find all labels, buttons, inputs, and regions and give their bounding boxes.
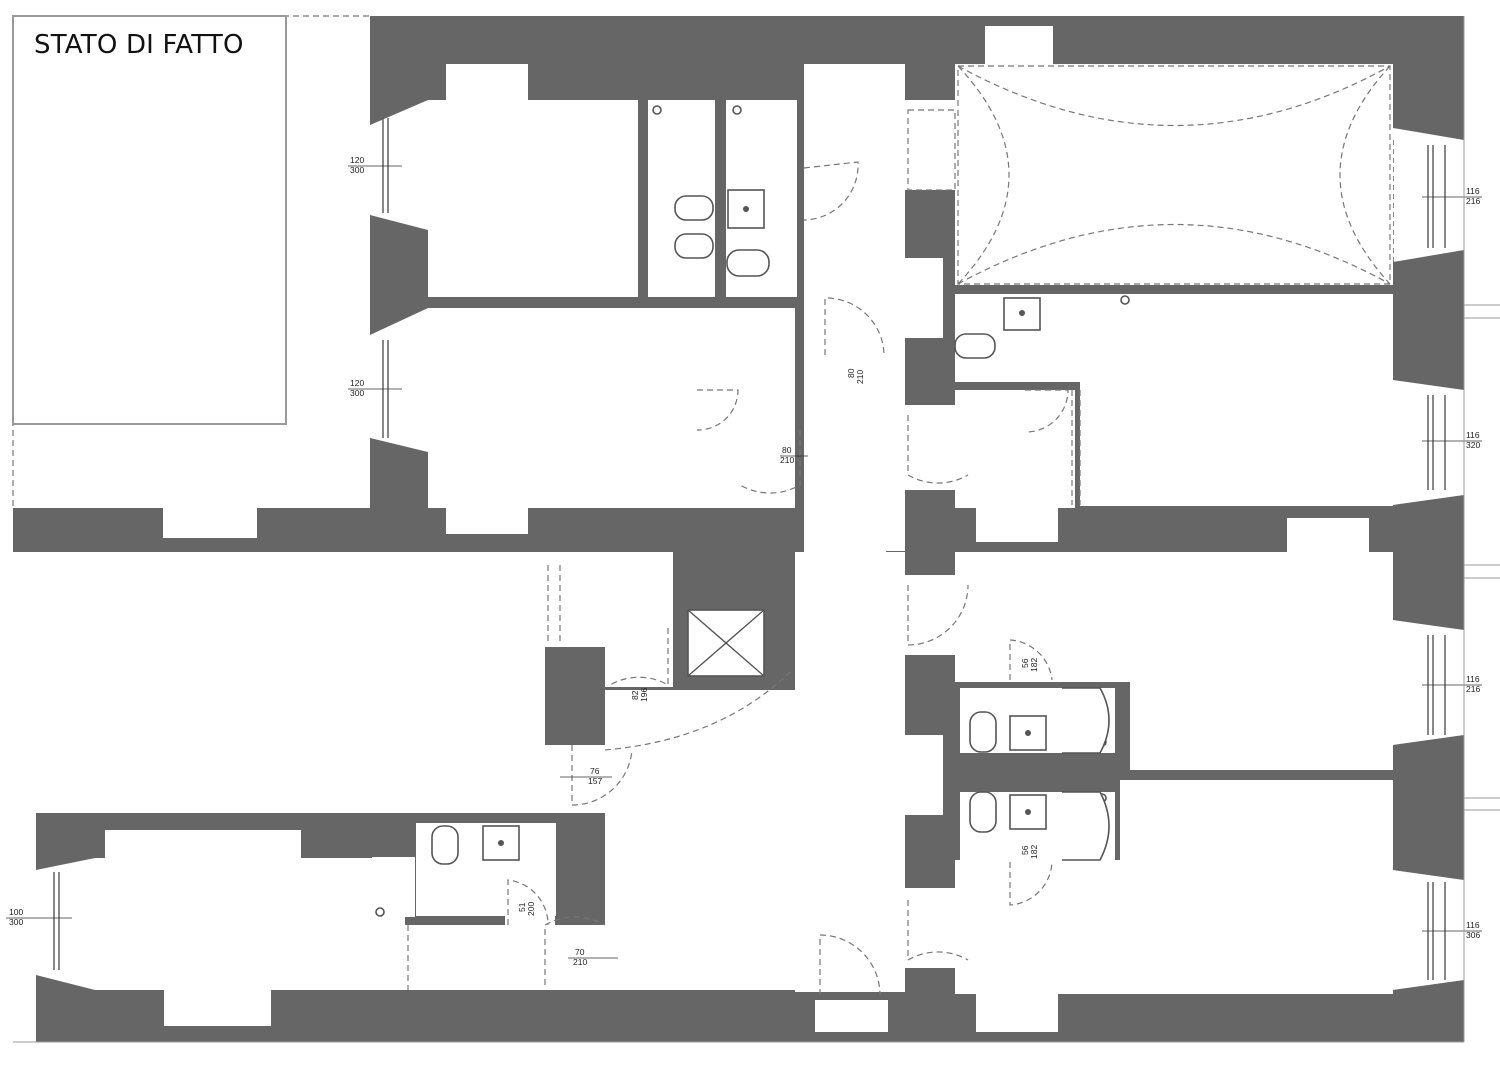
- svg-text:320: 320: [1466, 440, 1480, 450]
- svg-text:210: 210: [573, 957, 587, 967]
- svg-text:120: 120: [350, 155, 364, 165]
- svg-text:116: 116: [1466, 920, 1480, 930]
- svg-text:70: 70: [575, 947, 585, 957]
- svg-text:300: 300: [350, 388, 364, 398]
- door-swings: [407, 109, 1081, 996]
- svg-text:300: 300: [350, 165, 364, 175]
- svg-text:306: 306: [1466, 930, 1480, 940]
- svg-text:82: 82: [630, 690, 640, 700]
- window-reveals: [36, 26, 1464, 1032]
- lift-shaft: [687, 609, 765, 677]
- svg-text:80: 80: [782, 445, 792, 455]
- svg-text:300: 300: [9, 917, 23, 927]
- courtyard: [12, 15, 370, 508]
- svg-text:210: 210: [855, 370, 865, 384]
- svg-text:157: 157: [588, 776, 602, 786]
- svg-text:216: 216: [1466, 684, 1480, 694]
- svg-text:182: 182: [1029, 658, 1039, 672]
- vaulted-hall: [955, 64, 1393, 285]
- frame-lines: [13, 16, 1500, 1043]
- svg-text:116: 116: [1466, 430, 1480, 440]
- svg-text:196: 196: [639, 688, 649, 702]
- svg-text:210: 210: [780, 455, 794, 465]
- svg-text:216: 216: [1466, 196, 1480, 206]
- svg-text:100: 100: [9, 907, 23, 917]
- svg-text:76: 76: [590, 766, 600, 776]
- svg-text:80: 80: [846, 368, 856, 378]
- svg-text:56: 56: [1020, 845, 1030, 855]
- svg-text:116: 116: [1466, 186, 1480, 196]
- svg-text:51: 51: [517, 902, 527, 912]
- page-title: STATO DI FATTO: [34, 30, 244, 60]
- svg-text:116: 116: [1466, 674, 1480, 684]
- svg-text:56: 56: [1020, 658, 1030, 668]
- svg-text:182: 182: [1029, 845, 1039, 859]
- bathroom-fixtures: [375, 105, 1130, 917]
- svg-text:120: 120: [350, 378, 364, 388]
- svg-text:200: 200: [526, 902, 536, 916]
